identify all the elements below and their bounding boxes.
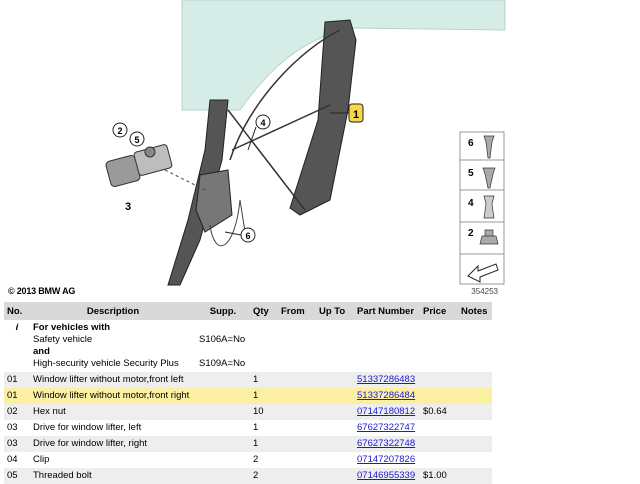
col-supp: Supp. [196, 302, 250, 320]
table-row[interactable]: 02 Hex nut 10 07147180812 $0.64 [4, 404, 492, 420]
drive-carrier [195, 169, 233, 233]
clip-icon [483, 195, 495, 219]
row-price: $0.64 [420, 404, 458, 420]
row-description: Drive for window lifter, right [30, 436, 196, 452]
row-qty: 1 [250, 388, 278, 404]
row-price [420, 452, 458, 468]
table-row-selected[interactable]: 01 Window lifter without motor,front rig… [4, 388, 492, 404]
info-icon: i [15, 322, 19, 333]
callout-5[interactable]: 5 [129, 131, 145, 147]
callout-3[interactable]: 3 [125, 201, 131, 213]
parts-table: No. Description Supp. Qty From Up To Par… [4, 302, 492, 484]
col-notes: Notes [458, 302, 492, 320]
row-qty: 1 [250, 372, 278, 388]
view-arrow-icon [467, 263, 499, 283]
info-supp-1: S106A=No [199, 334, 246, 345]
table-header-row: No. Description Supp. Qty From Up To Par… [4, 302, 492, 320]
col-price: Price [420, 302, 458, 320]
col-from: From [278, 302, 316, 320]
legend-num-2: 2 [468, 228, 474, 239]
col-description: Description [30, 302, 196, 320]
row-price [420, 420, 458, 436]
svg-text:1: 1 [353, 109, 359, 121]
parts-diagram: 1 2 3 4 5 6 6 5 4 2 354253 [105, 0, 506, 296]
legend-num-6: 6 [468, 138, 474, 149]
info-line-3: and [33, 346, 50, 357]
row-no: 01 [4, 372, 30, 388]
row-description: Hex nut [30, 404, 196, 420]
col-part-number: Part Number [354, 302, 420, 320]
threaded-bolt-icon [482, 167, 496, 189]
callout-1[interactable]: 1 [348, 103, 364, 123]
info-supp-2: S109A=No [199, 358, 246, 369]
row-price: $1.00 [420, 468, 458, 484]
drive-cable [209, 199, 246, 247]
row-qty: 2 [250, 468, 278, 484]
table-row[interactable]: 03 Drive for window lifter, right 1 6762… [4, 436, 492, 452]
row-price [420, 388, 458, 404]
info-row: i For vehicles with Safety vehicle and H… [4, 320, 492, 372]
callout-2[interactable]: 2 [112, 122, 128, 138]
bolt-icon [483, 135, 495, 159]
row-qty: 1 [253, 422, 259, 433]
part-number-link[interactable]: 07147207826 [357, 454, 416, 465]
table-row[interactable]: 05 Threaded bolt 2 07146955339 $1.00 [4, 468, 492, 484]
part-number-link[interactable]: 67627322747 [357, 422, 416, 433]
row-description: Drive for window lifter, left [33, 422, 142, 433]
info-line-2: Safety vehicle [33, 334, 93, 345]
col-qty: Qty [250, 302, 278, 320]
row-description: Window lifter without motor,front left [30, 372, 196, 388]
part-number-link[interactable]: 51337286483 [357, 374, 416, 385]
table-row[interactable]: 04 Clip 2 07147207826 [4, 452, 492, 468]
row-no: 01 [4, 388, 30, 404]
row-no: 03 [7, 422, 18, 433]
row-no: 04 [7, 454, 18, 465]
col-no: No. [4, 302, 30, 320]
svg-text:5: 5 [134, 135, 139, 145]
row-description: Threaded bolt [30, 468, 196, 484]
legend-num-5: 5 [468, 168, 474, 179]
window-lifter-motor [105, 144, 206, 191]
hex-nut-icon [479, 229, 499, 245]
part-number-link[interactable]: 67627322748 [357, 438, 416, 449]
callout-4[interactable]: 4 [255, 114, 271, 130]
parts-legend: 6 5 4 2 [459, 131, 505, 285]
diagram-image-number: 354253 [471, 287, 498, 296]
row-price [420, 372, 458, 388]
row-no: 02 [4, 404, 30, 420]
part-number-link[interactable]: 07146955339 [357, 470, 416, 481]
lifter-cable [227, 29, 341, 211]
part-number-link[interactable]: 07147180812 [357, 406, 416, 417]
row-no: 03 [4, 436, 30, 452]
table-row[interactable]: 01 Window lifter without motor,front lef… [4, 372, 492, 388]
svg-text:2: 2 [117, 126, 122, 136]
svg-text:4: 4 [260, 118, 265, 128]
row-description: Window lifter without motor,front right [30, 388, 196, 404]
row-qty: 1 [250, 436, 278, 452]
row-description: Clip [33, 454, 50, 465]
legend-num-4: 4 [468, 198, 474, 209]
parts-table-container: No. Description Supp. Qty From Up To Par… [4, 302, 492, 484]
callout-6[interactable]: 6 [240, 227, 256, 243]
row-qty: 10 [250, 404, 278, 420]
copyright: © 2013 BMW AG [8, 286, 76, 296]
part-number-link[interactable]: 51337286484 [357, 390, 416, 401]
row-price [420, 436, 458, 452]
table-row[interactable]: 03 Drive for window lifter, left 1 67627… [4, 420, 492, 436]
info-line-1: For vehicles with [33, 322, 111, 333]
window-lifter-rail-rear [289, 19, 357, 216]
col-upto: Up To [316, 302, 354, 320]
row-no: 05 [4, 468, 30, 484]
info-line-4: High-security vehicle Security Plus [33, 358, 179, 369]
svg-text:6: 6 [245, 231, 250, 241]
row-qty: 2 [253, 454, 259, 465]
